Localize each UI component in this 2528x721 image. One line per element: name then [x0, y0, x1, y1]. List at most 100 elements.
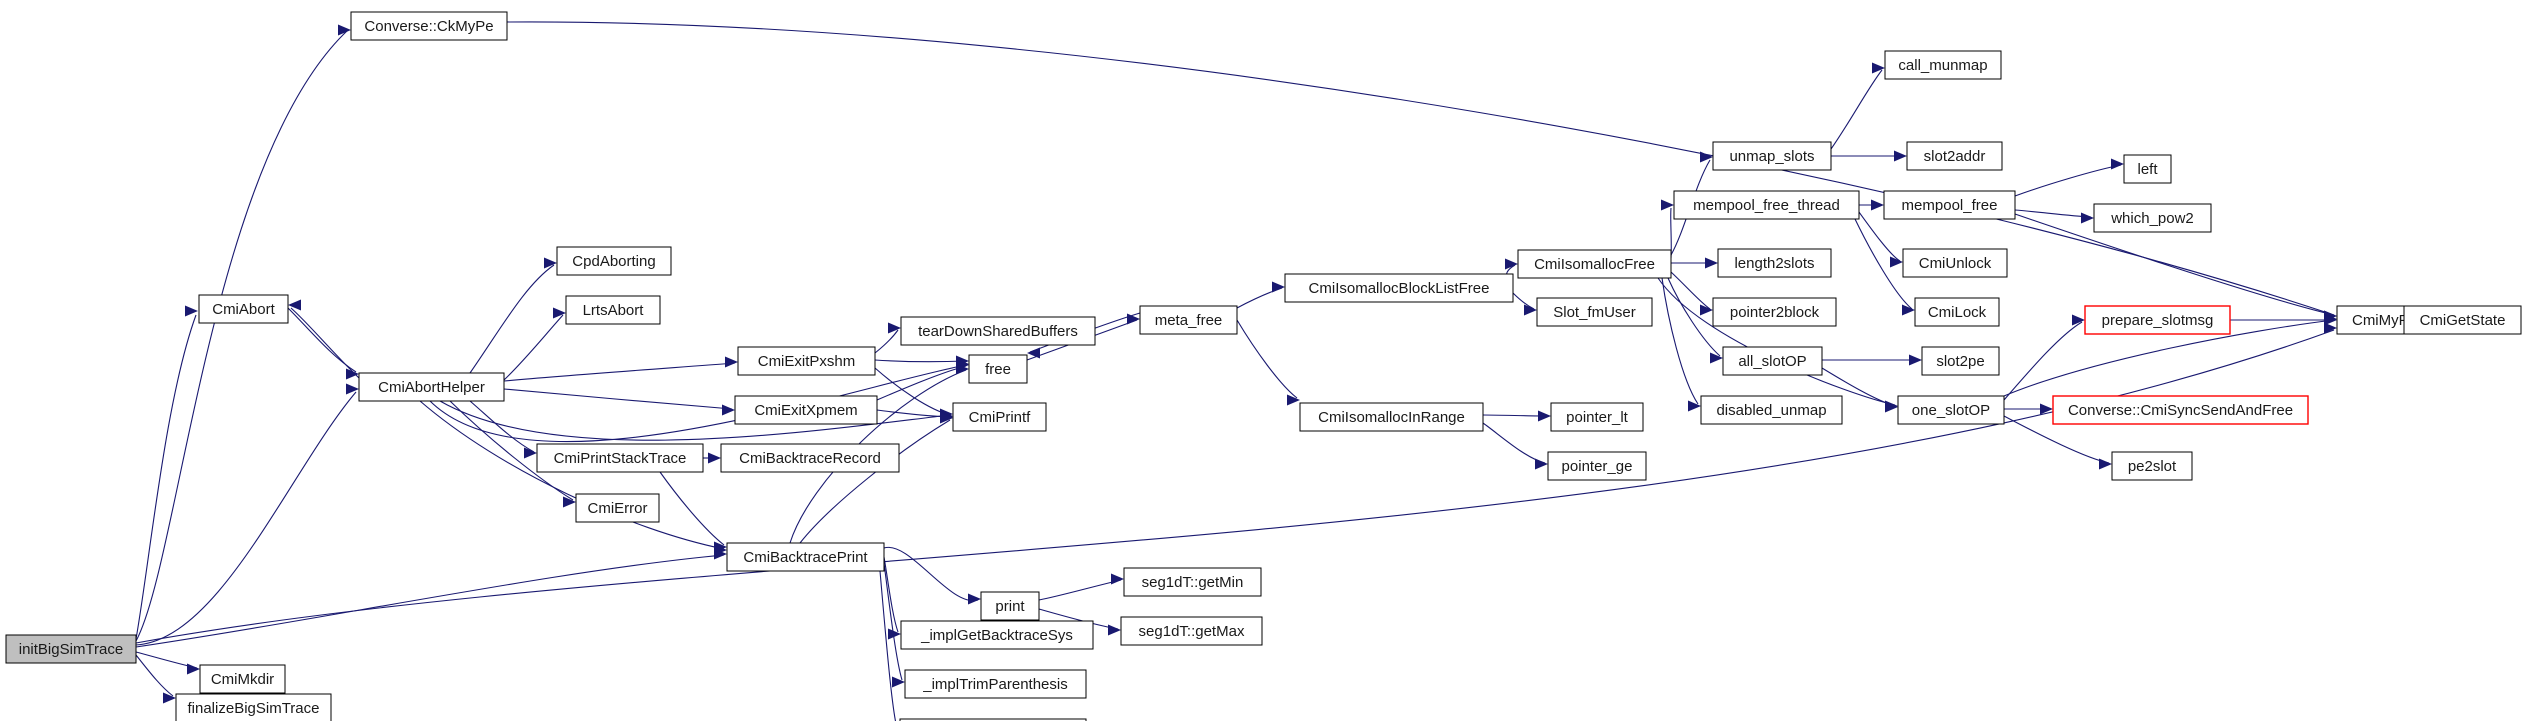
node-box[interactable] [2093, 203, 2212, 233]
graph-node-cmiprintstacktrace[interactable]: CmiPrintStackTrace [536, 443, 704, 473]
graph-node-prepare-slotmsg[interactable]: prepare_slotmsg [2084, 305, 2231, 335]
node-box[interactable] [1914, 297, 2000, 327]
node-box[interactable] [1547, 451, 1647, 481]
graph-node-slot2pe[interactable]: slot2pe [1921, 346, 2000, 376]
node-box[interactable] [1712, 297, 1837, 327]
node-box[interactable] [1550, 402, 1644, 432]
node-box[interactable] [565, 295, 661, 325]
node-box[interactable] [358, 372, 505, 402]
graph-node-teardownsharedbuffers[interactable]: tearDownSharedBuffers [900, 316, 1096, 346]
node-box[interactable] [900, 316, 1096, 346]
node-box[interactable] [1517, 249, 1672, 279]
node-box[interactable] [1712, 141, 1832, 171]
graph-node-length2slots[interactable]: length2slots [1717, 248, 1832, 278]
graph-node--impltrimparenthesis[interactable]: _implTrimParenthesis [904, 669, 1087, 699]
node-box[interactable] [536, 443, 704, 473]
node-box[interactable] [175, 693, 332, 721]
graph-node-cmierror[interactable]: CmiError [575, 493, 660, 523]
node-box[interactable] [1906, 141, 2003, 171]
graph-node-seg1dt-getmin[interactable]: seg1dT::getMin [1123, 567, 1262, 597]
node-box[interactable] [1884, 50, 2002, 80]
graph-node-cmibacktracelookup[interactable]: CmiBacktraceLookup [899, 718, 1087, 721]
node-box[interactable] [1284, 273, 1514, 303]
graph-node-cmiexitpxshm[interactable]: CmiExitPxshm [737, 346, 876, 376]
graph-node-cmiisomallocinrange[interactable]: CmiIsomallocInRange [1299, 402, 1484, 432]
graph-node-cmiisomallocfree[interactable]: CmiIsomallocFree [1517, 249, 1672, 279]
graph-node-mempool-free[interactable]: mempool_free [1883, 190, 2016, 220]
graph-node-cmibacktracerecord[interactable]: CmiBacktraceRecord [720, 443, 900, 473]
graph-node-cpdaborting[interactable]: CpdAborting [556, 246, 672, 276]
graph-node-cmigetstate[interactable]: CmiGetState [2403, 305, 2522, 335]
graph-node-call-munmap[interactable]: call_munmap [1884, 50, 2002, 80]
graph-node-finalizebigsimtrace[interactable]: finalizeBigSimTrace [175, 693, 332, 721]
graph-node-pe2slot[interactable]: pe2slot [2111, 451, 2193, 481]
graph-node-which-pow2[interactable]: which_pow2 [2093, 203, 2212, 233]
graph-node-all-slotop[interactable]: all_slotOP [1722, 346, 1823, 376]
graph-node-left[interactable]: left [2123, 154, 2172, 184]
node-box[interactable] [1139, 305, 1238, 335]
node-box[interactable] [1722, 346, 1823, 376]
node-box[interactable] [199, 664, 286, 694]
graph-node-cmiunlock[interactable]: CmiUnlock [1902, 248, 2008, 278]
graph-node-cmibacktraceprint[interactable]: CmiBacktracePrint [726, 542, 885, 572]
graph-node-cmiaborthelper[interactable]: CmiAbortHelper [358, 372, 505, 402]
graph-node-slot2addr[interactable]: slot2addr [1906, 141, 2003, 171]
graph-node-mempool-free-thread[interactable]: mempool_free_thread [1673, 190, 1860, 220]
node-box[interactable] [2084, 305, 2231, 335]
node-box[interactable] [2403, 305, 2522, 335]
node-box[interactable] [968, 354, 1028, 384]
graph-node-seg1dt-getmax[interactable]: seg1dT::getMax [1120, 616, 1263, 646]
graph-node-free[interactable]: free [968, 354, 1028, 384]
graph-node-slot-fmuser[interactable]: Slot_fmUser [1536, 297, 1653, 327]
graph-node-converse-ckmype[interactable]: Converse::CkMyPe [350, 11, 508, 41]
node-box[interactable] [737, 346, 876, 376]
graph-node-initbigsimtrace[interactable]: initBigSimTrace [5, 634, 137, 664]
graph-node-cmiabort[interactable]: CmiAbort [198, 294, 289, 324]
node-box[interactable] [1299, 402, 1484, 432]
graph-node-one-slotop[interactable]: one_slotOP [1897, 395, 2005, 425]
node-box[interactable] [5, 634, 137, 664]
node-box[interactable] [350, 11, 508, 41]
node-box[interactable] [198, 294, 289, 324]
node-box[interactable] [1700, 395, 1843, 425]
graph-node-print[interactable]: print [980, 591, 1040, 621]
graph-node-unmap-slots[interactable]: unmap_slots [1712, 141, 1832, 171]
node-box[interactable] [952, 402, 1047, 432]
node-box[interactable] [726, 542, 885, 572]
node-box[interactable] [575, 493, 660, 523]
graph-node-cmiisomallocblocklistfree[interactable]: CmiIsomallocBlockListFree [1284, 273, 1514, 303]
graph-node-pointer2block[interactable]: pointer2block [1712, 297, 1837, 327]
graph-node-cmiexitxpmem[interactable]: CmiExitXpmem [734, 395, 878, 425]
node-box[interactable] [2052, 395, 2309, 425]
node-box[interactable] [1120, 616, 1263, 646]
graph-node-cmimkdir[interactable]: CmiMkdir [199, 664, 286, 694]
graph-node-meta-free[interactable]: meta_free [1139, 305, 1238, 335]
graph-node-cmiprintf[interactable]: CmiPrintf [952, 402, 1047, 432]
call-edge [874, 359, 967, 363]
node-box[interactable] [1673, 190, 1860, 220]
node-box[interactable] [1921, 346, 2000, 376]
node-box[interactable] [904, 669, 1087, 699]
node-box[interactable] [1536, 297, 1653, 327]
node-box[interactable] [2123, 154, 2172, 184]
node-box[interactable] [734, 395, 878, 425]
node-box[interactable] [1897, 395, 2005, 425]
graph-node-cmilock[interactable]: CmiLock [1914, 297, 2000, 327]
arrowhead-icon [956, 363, 969, 375]
node-box[interactable] [1123, 567, 1262, 597]
graph-node-pointer-ge[interactable]: pointer_ge [1547, 451, 1647, 481]
graph-node--implgetbacktracesys[interactable]: _implGetBacktraceSys [900, 620, 1094, 650]
graph-node-pointer-lt[interactable]: pointer_lt [1550, 402, 1644, 432]
node-box[interactable] [980, 591, 1040, 621]
node-box[interactable] [720, 443, 900, 473]
graph-node-lrtsabort[interactable]: LrtsAbort [565, 295, 661, 325]
node-box[interactable] [2111, 451, 2193, 481]
node-box[interactable] [1717, 248, 1832, 278]
graph-node-disabled-unmap[interactable]: disabled_unmap [1700, 395, 1843, 425]
node-box[interactable] [556, 246, 672, 276]
graph-node-converse-cmisyncsendandfree[interactable]: Converse::CmiSyncSendAndFree [2052, 395, 2309, 425]
node-box[interactable] [900, 620, 1094, 650]
node-box[interactable] [1883, 190, 2016, 220]
node-box[interactable] [1902, 248, 2008, 278]
node-box[interactable] [899, 718, 1087, 721]
